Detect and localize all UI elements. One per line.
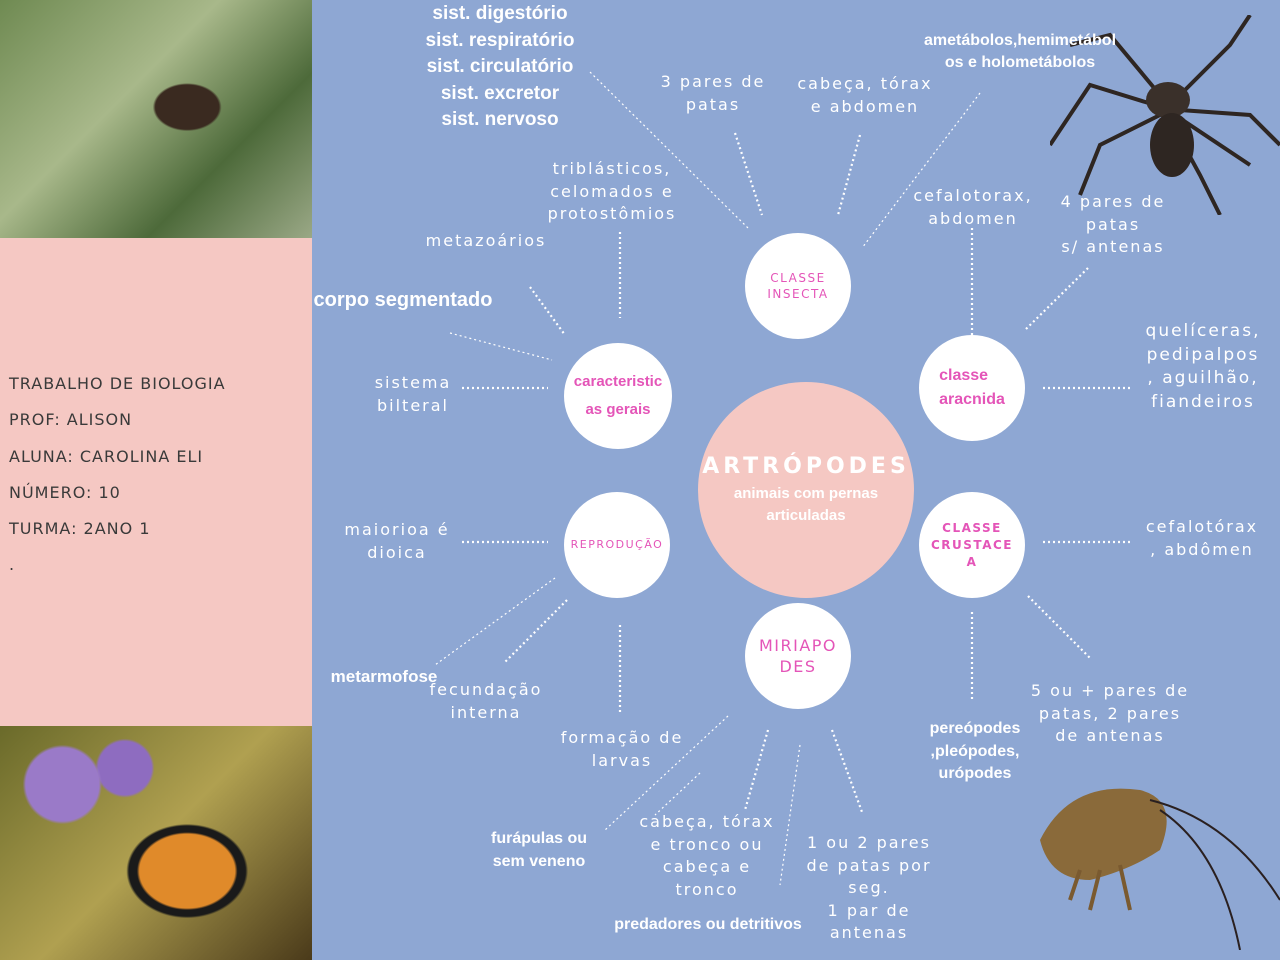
label-patas-seg: 1 ou 2 pares de patas por seg. 1 par de … [806,833,932,942]
label-queliceras: quelíceras, pedipalpos , aguilhão, fiand… [1145,321,1261,412]
label-cabeca-tronco: cabeça, tórax e tronco ou cabeça e tronc… [639,812,775,899]
node-miriapodes: MIRIAPO DES [745,603,851,709]
connector [529,286,566,336]
label-formacao: formação de larvas [560,728,684,770]
label-metazoarios: metazoários [425,231,547,250]
connector [830,729,864,813]
connector [654,772,701,816]
central-node: ARTRÓPODES animais com pernas articulada… [698,382,914,598]
connector [1027,595,1091,659]
millipede-photo [0,0,312,238]
label-furapulas: furápulas ou sem veneno [490,830,588,870]
info-title: TRABALHO DE BIOLOGIA [9,374,226,393]
label-tres-pares: 3 pares de patas [660,72,766,114]
label-triblasticos: triblásticos, celomados e protostômios [547,159,677,223]
label-quatro-pares: 4 pares de patas s/ antenas [1060,192,1166,256]
connector [504,599,568,663]
info-number: NÚMERO: 10 [9,482,121,502]
label-metabolos: ametábolos,hemimetábol os e holometábolo… [923,32,1117,71]
central-subtitle: animais com pernas articuladas [733,484,879,524]
info-student: ALUNA: CAROLINA ELI [9,446,204,466]
butterfly-photo [0,726,312,960]
connector [836,134,862,216]
connector [434,577,556,666]
connector [733,132,764,216]
connector [1024,267,1089,331]
node-insecta: CLASSE INSECTA [745,233,851,339]
spider-image [1050,15,1280,215]
node-reproducao: REPRODUÇÃO [564,492,670,598]
info-block: TRABALHO DE BIOLOGIA PROF: ALISON ALUNA:… [9,366,226,584]
label-sistema-bilteral: sistema bilteral [374,373,452,415]
central-title: ARTRÓPODES [702,453,910,479]
node-caracteristicas: caracteristic as gerais [564,343,672,449]
crayfish-image [1040,788,1280,950]
label-cefalotorax-crustacea: cefalotórax , abdômen [1145,517,1259,559]
label-predadores: predadores ou detritivos [614,916,802,933]
label-fecundacao: fecundação interna [429,680,543,722]
node-aracnida: classe aracnida [919,335,1025,441]
label-sistemas: sist. digestório sist. respiratório sist… [425,3,575,130]
label-cefalotorax-abdomen: cefalotorax, abdomen [913,186,1033,228]
label-cabeca-torax: cabeça, tórax e abdomen [797,74,933,116]
info-panel: TRABALHO DE BIOLOGIA PROF: ALISON ALUNA:… [0,0,312,960]
connector [589,71,749,229]
node-crustacea: CLASSE CRUSTACE A [919,492,1025,598]
connector [449,332,553,361]
label-maioria: maiorioa é dioica [344,520,450,562]
connector [779,744,801,886]
connector [743,729,770,811]
label-corpo: corpo segmentado [313,289,493,311]
label-cinco-pares: 5 ou + pares de patas, 2 pares de antena… [1030,681,1190,745]
info-teacher: PROF: ALISON [9,410,133,430]
label-pereopodes: pereópodes ,pleópodes, urópodes [929,720,1021,782]
label-metarmofose: metarmofose [330,667,438,686]
info-dot: . [9,555,16,575]
info-class: TURMA: 2ANO 1 [9,519,151,539]
